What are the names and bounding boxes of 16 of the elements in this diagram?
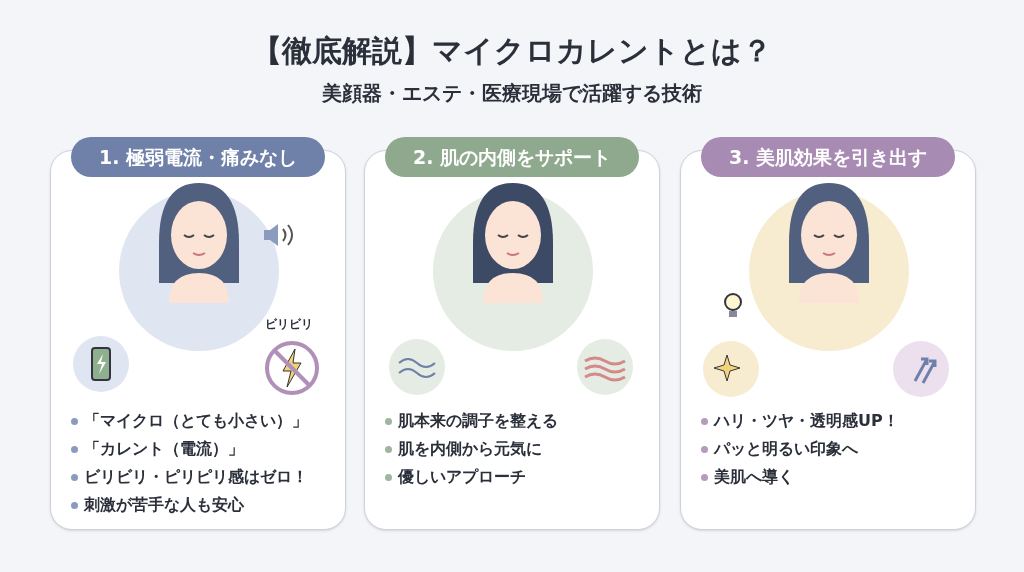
card-heading: 1. 極弱電流・痛みなし: [71, 137, 325, 177]
card-heading: 3. 美肌効果を引き出す: [701, 137, 955, 177]
bullet-text: 「カレント（電流）」: [84, 438, 244, 460]
card-heading: 2. 肌の内側をサポート: [385, 137, 639, 177]
bullet-text: 肌本来の調子を整える: [398, 410, 558, 432]
bullet-text: 美肌へ導く: [714, 466, 794, 488]
bullet-text: 優しいアプローチ: [398, 466, 526, 488]
sound-caption: ビリビリ: [265, 316, 313, 333]
bullet-text: ハリ・ツヤ・透明感UP！: [714, 410, 899, 432]
subtitle: 美顔器・エステ・医療現場で活躍する技術: [322, 80, 702, 107]
bullet-text: パッと明るい印象へ: [714, 438, 858, 460]
bullet-text: ビリビリ・ピリピリ感はゼロ！: [84, 466, 308, 488]
bullet-text: 肌を内側から元気に: [398, 438, 542, 460]
title: 【徹底解説】マイクロカレントとは？: [252, 32, 772, 70]
bullet-text: 刺激が苦手な人も安心: [84, 494, 244, 516]
bullet-text: 「マイクロ（とても小さい）」: [84, 410, 308, 432]
